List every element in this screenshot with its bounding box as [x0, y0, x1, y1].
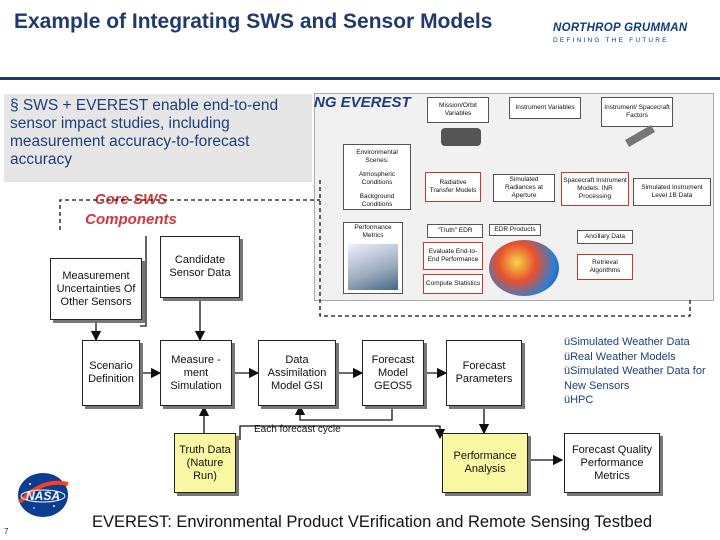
northrop-grumman-logo: NORTHROP GRUMMAN DEFINING THE FUTURE: [553, 22, 711, 68]
checklist-item: üReal Weather Models: [564, 350, 676, 363]
core-dashed-right: [319, 180, 691, 317]
box-truth-data: Truth Data (Nature Run): [174, 433, 236, 493]
box-candidate-sensor-data: Candidate Sensor Data: [160, 236, 240, 298]
box-measurement-simulation: Measure -ment Simulation: [160, 340, 232, 406]
satellite-icon: [441, 128, 481, 146]
footer-definition: EVEREST: Environmental Product VErificat…: [92, 513, 653, 531]
flow-background-conditions: Background Conditions: [359, 193, 395, 208]
arrow-truth-to-perf: [239, 425, 446, 440]
performance-plot-thumbnail: [348, 244, 398, 290]
flow-compute-statistics: Compute Statistics: [423, 274, 483, 294]
slide-title: Example of Integrating SWS and Sensor Mo…: [14, 10, 493, 33]
svg-text:NASA: NASA: [26, 489, 60, 503]
box-performance-analysis: Performance Analysis: [442, 433, 528, 493]
flow-truth-edr: "Truth" EDR: [427, 224, 483, 238]
flow-performance-metrics-label: Performance Metrics: [354, 224, 392, 239]
checklist-item: üHPC: [564, 394, 594, 406]
flow-instrument-variables: Instrument Variables: [509, 97, 581, 119]
arrow-forecast-cycle: [294, 404, 393, 421]
flow-atmospheric-conditions: Atmospheric Conditions: [358, 171, 396, 186]
flow-edr-products: EDR Products: [489, 224, 541, 236]
logo-tagline: DEFINING THE FUTURE: [553, 37, 669, 44]
forecast-cycle-label: Each forecast cycle: [254, 424, 341, 435]
page-number: 7: [4, 527, 9, 536]
ng-everest-label: NG EVEREST: [314, 94, 411, 111]
checklist-item: üSimulated Weather Data for New Sensors: [564, 365, 706, 392]
everest-flowchart: Mission/Orbit Variables Instrument Varia…: [314, 93, 714, 301]
box-measurement-uncertainties: Measurement Uncertainties Of Other Senso…: [50, 258, 142, 320]
box-forecast-quality: Forecast Quality Performance Metrics: [564, 433, 660, 493]
flow-performance-metrics: Performance Metrics: [343, 222, 403, 294]
flow-evaluate-performance: Evaluate End-to-End Performance: [423, 242, 483, 270]
box-scenario-definition: Scenario Definition: [82, 340, 140, 406]
core-dashed-top: [59, 199, 320, 230]
flow-retrieval-algorithms: Retrieval Algorithms: [577, 254, 633, 280]
box-forecast-model: Forecast Model GEOS5: [362, 340, 424, 406]
box-data-assimilation: Data Assimilation Model GSI: [258, 340, 336, 406]
nasa-logo: NASA: [18, 473, 69, 517]
flow-mission-orbit: Mission/Orbit Variables: [427, 97, 489, 123]
flow-simulated-radiances: Simulated Radiances at Aperture: [493, 174, 555, 202]
flow-environmental-scenes: Environmental Scenes: Atmospheric Condit…: [343, 144, 411, 210]
box-forecast-parameters: Forecast Parameters: [446, 340, 522, 406]
logo-name: NORTHROP GRUMMAN: [553, 22, 688, 34]
checklist: üSimulated Weather Data üReal Weather Mo…: [564, 335, 720, 408]
candidate-feed-line: [140, 236, 147, 327]
globe-map-thumbnail: [489, 240, 559, 296]
summary-bullet: § SWS + EVEREST enable end-to-end sensor…: [4, 94, 312, 182]
flow-simulated-instrument-level: Simulated Instrument Level 1B Data: [633, 178, 711, 206]
flow-radiative-transfer: Radiative Transfer Models: [425, 172, 481, 202]
checklist-item: üSimulated Weather Data: [564, 336, 690, 348]
flow-environmental-scenes-label: Environmental Scenes:: [356, 149, 398, 164]
title-divider: [0, 77, 720, 80]
flow-instrument-spacecraft-factors: Instrument/ Spacecraft Factors: [601, 97, 673, 127]
flow-spacecraft-instrument: Spacecraft Instrument Models: INR Proces…: [561, 172, 629, 206]
flow-ancillary-data: Ancillary Data: [577, 230, 633, 244]
